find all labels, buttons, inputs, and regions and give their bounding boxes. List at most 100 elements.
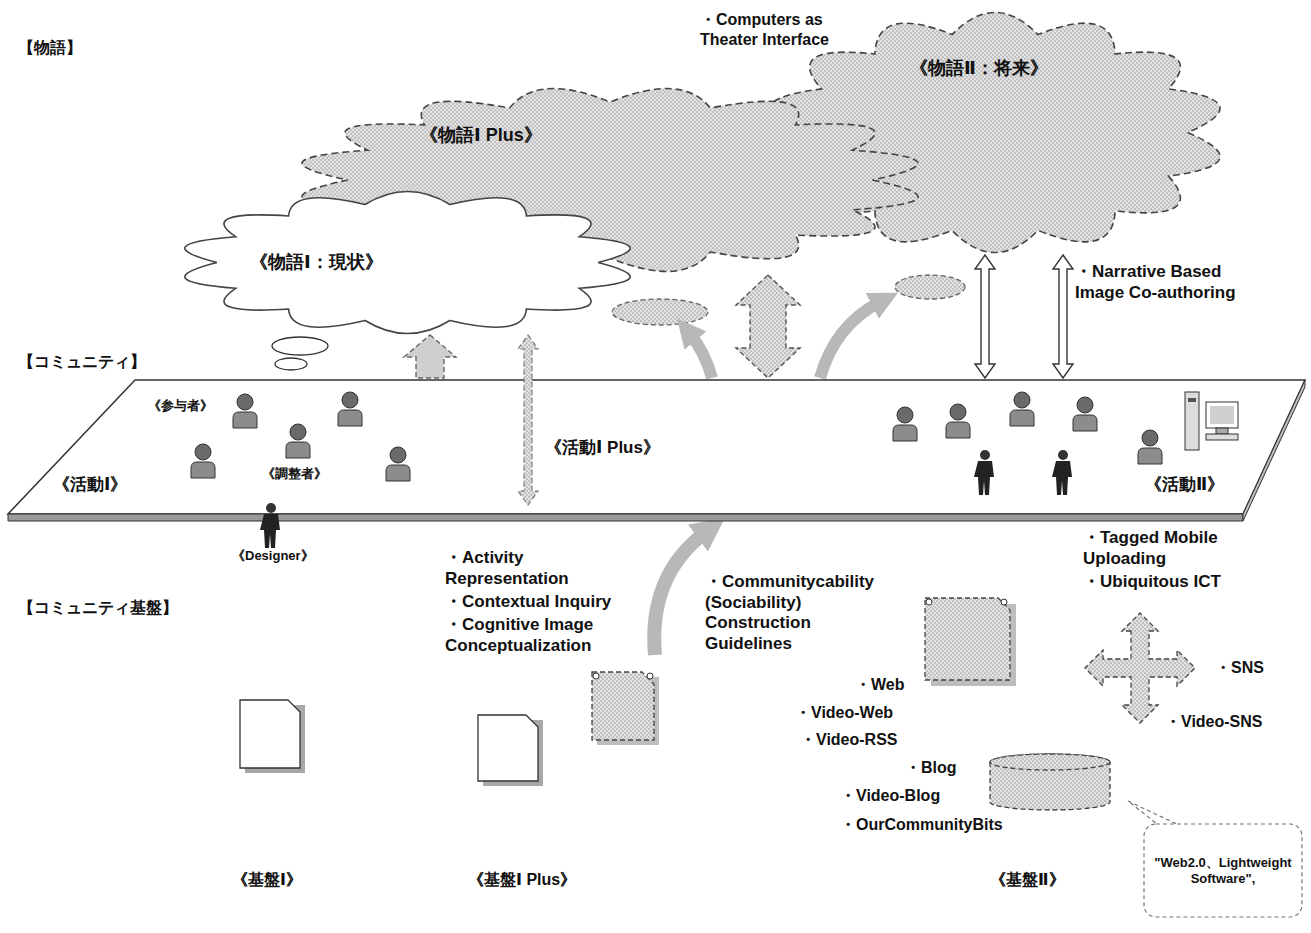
participant-icon	[1073, 397, 1097, 431]
cloud-shape	[770, 12, 1220, 252]
participant-icon	[893, 407, 917, 441]
participant-icon	[233, 394, 257, 428]
community-plane-text: 《活動Ⅰ Plus》	[545, 438, 695, 459]
curved-arrow	[820, 302, 880, 378]
annotation-label-holder: ・Video-SNS	[1165, 712, 1290, 732]
annotation-label-holder: ・Ubiquitous ICT	[1083, 572, 1288, 593]
annotation-label-holder: ・Communitycability (Sociability) Constru…	[705, 572, 885, 655]
annotation-label: 【物語】	[18, 38, 138, 58]
dashed-double-arrow	[518, 335, 538, 505]
annotation-label-holder: ・OurCommunityBits	[840, 815, 1040, 835]
document-icon	[478, 715, 538, 781]
double-arrow	[975, 255, 995, 378]
double-arrow	[736, 275, 800, 378]
story-cloud-text: 《物語Ⅰ Plus》	[420, 125, 660, 147]
callout-bubble-outline	[1143, 823, 1303, 918]
standing-person	[260, 503, 280, 548]
story-cloud-text: 《物語Ⅰ：現状》	[250, 252, 450, 274]
annotation-label: ・Tagged Mobile Uploading	[1083, 528, 1288, 569]
community-plane-text-holder: 《活動Ⅰ Plus》	[545, 438, 695, 459]
community-plane: 《活動Ⅰ》 《活動Ⅰ Plus》《活動Ⅱ》	[8, 378, 1308, 523]
callout-bubble-text: "Web2.0、Lightweight Software",	[1151, 855, 1295, 887]
annotation-label: 《基盤Ⅰ Plus》	[468, 870, 618, 890]
annotation-label-holder: ・SNS	[1215, 658, 1295, 678]
annotation-label-holder: ・Video-Web	[795, 703, 915, 723]
community-plane-text-holder: 《活動Ⅰ》	[53, 475, 153, 496]
annotation-label: ・Web	[855, 675, 925, 695]
community-plane-text: 《活動Ⅰ》	[53, 475, 153, 496]
annotation-label: ・Blog	[905, 758, 980, 778]
participant-icon	[286, 424, 310, 458]
curved-arrow	[654, 532, 706, 655]
annotation-label: 【コミュニティ】	[18, 352, 168, 372]
annotation-label: ・Communitycability (Sociability) Constru…	[705, 572, 885, 655]
idea-ellipse	[895, 275, 965, 299]
participant-icon	[338, 392, 362, 426]
standing-person	[1052, 450, 1072, 495]
annotation-label: ・Cognitive Image Conceptualization	[445, 615, 645, 656]
annotation-label: ・Video-Blog	[840, 786, 980, 806]
story-cloud-text-holder: 《物語Ⅱ：将来》	[910, 58, 1110, 80]
annotation-label: ・SNS	[1215, 658, 1295, 678]
web-page-icon	[925, 598, 1010, 680]
thought-bubble	[272, 337, 328, 355]
annotation-label-holder: 《基盤Ⅰ Plus》	[468, 870, 618, 890]
annotation-label-holder: 《Designer》	[232, 548, 332, 564]
annotation-label-holder: ・Computers as Theater Interface	[700, 10, 840, 49]
document-icon	[240, 700, 300, 768]
annotation-label: 《Designer》	[232, 548, 332, 564]
annotation-label: ・Video-Web	[795, 703, 915, 723]
participant-icon	[386, 447, 410, 481]
community-plane-text-holder: 《活動Ⅱ》	[1145, 475, 1245, 496]
participant-icon	[191, 444, 215, 478]
blog-cylinder-top	[990, 754, 1110, 770]
annotation-label: ・Computers as Theater Interface	[700, 10, 840, 49]
annotation-label-holder: 【コミュニティ】	[18, 352, 168, 372]
participant-icon	[946, 404, 970, 438]
corner-dot	[647, 673, 653, 679]
story-cloud-text-holder: 《物語Ⅰ：現状》	[250, 252, 450, 274]
standing-person	[974, 450, 994, 495]
community-plane-text: 《活動Ⅱ》	[1145, 475, 1245, 496]
corner-dot	[926, 599, 932, 605]
blog-cylinder	[990, 754, 1110, 810]
annotation-label-holder: 《基盤Ⅱ》	[990, 870, 1090, 890]
callout-tail	[1128, 801, 1183, 827]
annotation-label-holder: 【コミュニティ基盤】	[18, 598, 218, 618]
callout-bubble-text-holder: "Web2.0、Lightweight Software",	[1151, 855, 1295, 887]
annotation-label: ・Contextual Inquiry	[445, 592, 675, 613]
annotation-label-holder: ・Video-RSS	[800, 730, 920, 750]
annotation-label-holder: ・Web	[855, 675, 925, 695]
plane-edge	[8, 514, 1243, 521]
annotation-label-holder: ・Blog	[905, 758, 980, 778]
annotation-label-holder: 《基盤Ⅰ》	[232, 870, 332, 890]
annotation-label: ・Video-SNS	[1165, 712, 1290, 732]
callout-frame	[1144, 824, 1302, 917]
annotation-label: ・OurCommunityBits	[840, 815, 1040, 835]
story-cloud: 《物語Ⅰ：現状》	[175, 190, 640, 335]
annotation-label-holder: 【物語】	[18, 38, 138, 58]
annotation-label: ・Activity Representation	[445, 548, 615, 589]
annotation-label-holder: ・Cognitive Image Conceptualization	[445, 615, 645, 656]
annotation-label: 《基盤Ⅰ》	[232, 870, 332, 890]
story-cloud-text-holder: 《物語Ⅰ Plus》	[420, 125, 660, 147]
annotation-label-holder: ・Tagged Mobile Uploading	[1083, 528, 1288, 569]
story-cloud-text: 《物語Ⅱ：将来》	[910, 58, 1110, 80]
corner-dot	[593, 673, 599, 679]
annotation-label: 《基盤Ⅱ》	[990, 870, 1090, 890]
plane-edge	[1243, 380, 1305, 521]
curved-arrow	[690, 334, 712, 378]
participant-icon	[1138, 430, 1162, 464]
document-icon	[592, 672, 654, 740]
corner-dot	[1001, 599, 1007, 605]
callout-bubble: "Web2.0、Lightweight Software",	[1143, 823, 1303, 918]
double-arrow	[1053, 255, 1073, 378]
annotation-label: ・Narrative Based Image Co-authoring	[1075, 262, 1270, 303]
annotation-label: ・Ubiquitous ICT	[1083, 572, 1288, 593]
participant-icon	[1010, 392, 1034, 426]
annotation-label-holder: ・Video-Blog	[840, 786, 980, 806]
thought-bubble	[275, 358, 307, 370]
sns-cross-arrow	[1085, 613, 1195, 723]
